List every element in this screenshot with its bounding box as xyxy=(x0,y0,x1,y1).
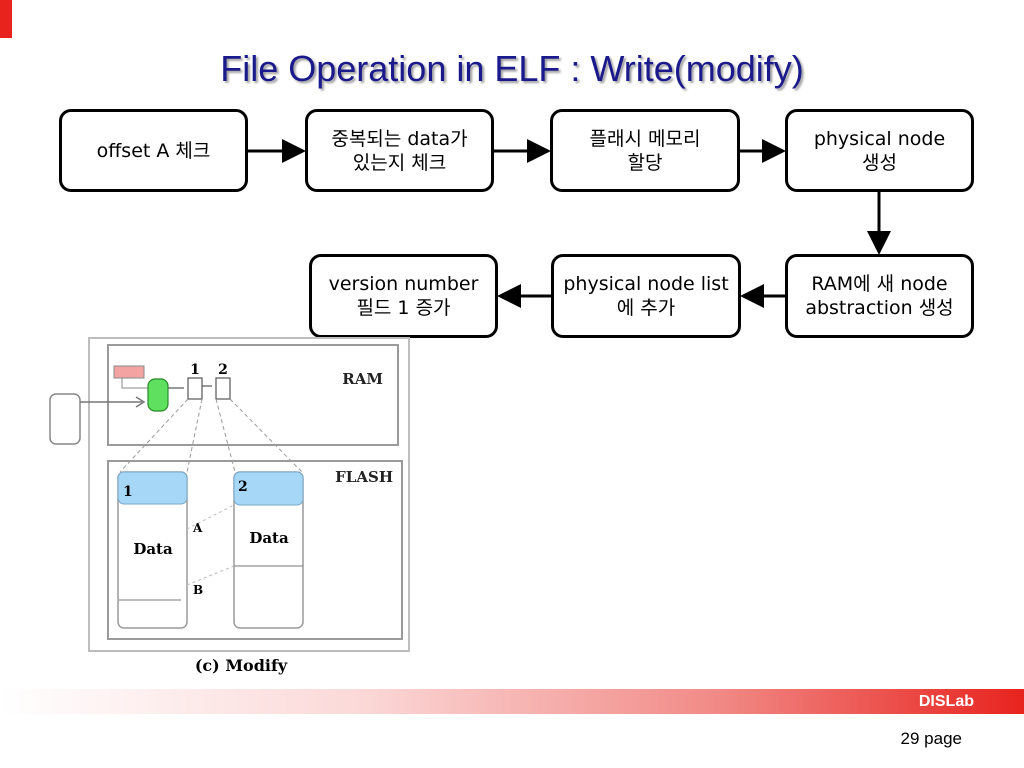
step-physical-node-create: physical node 생성 xyxy=(785,109,974,192)
slide-title: File Operation in ELF : Write(modify) xyxy=(220,48,804,89)
step-offset-check: offset A 체크 xyxy=(59,109,248,192)
dash-node1-right xyxy=(186,398,203,473)
ram-label: RAM xyxy=(342,370,383,388)
flash-block-1-header xyxy=(117,471,188,505)
footer-brand: DISLab xyxy=(918,693,974,710)
dash-node2-left xyxy=(215,398,236,473)
flash-block-1-data: Data xyxy=(133,540,173,558)
step-ram-node-abstraction: RAM에 새 node abstraction 생성 xyxy=(785,254,974,338)
ram-node-1-label: 1 xyxy=(190,362,200,378)
ram-node-2 xyxy=(215,377,231,400)
corner-accent-mark xyxy=(0,0,12,38)
flash-block-2-header xyxy=(233,471,304,506)
step-add-physical-node-list: physical node list 에 추가 xyxy=(551,254,741,338)
step-duplicate-data-check: 중복되는 data가 있는지 체크 xyxy=(305,109,494,192)
pointer-a-label: A xyxy=(192,521,203,535)
flash-label: FLASH xyxy=(335,468,393,486)
ram-header-block xyxy=(113,365,145,379)
header-to-inode-line xyxy=(121,378,148,389)
pointer-a-line xyxy=(186,504,235,530)
modify-figure: 1 2 RAM FLASH 1 Data 2 Data A B (c) Modi… xyxy=(49,337,410,675)
flash-block-2-data: Data xyxy=(249,529,289,547)
ram-node-2-label: 2 xyxy=(218,362,228,378)
dash-node2-right xyxy=(229,398,303,473)
external-file-box xyxy=(49,393,81,445)
dash-node1-left xyxy=(119,398,189,473)
flash-block-1-label: 1 xyxy=(123,484,133,500)
pointer-b-line xyxy=(186,565,235,586)
pointer-b-label: B xyxy=(193,583,203,597)
ram-node-1 xyxy=(187,377,203,400)
page-number: 29 page xyxy=(900,729,962,748)
flash-block-2-label: 2 xyxy=(238,479,248,495)
flow-arrows xyxy=(248,139,891,308)
step-version-number-increment: version number 필드 1 증가 xyxy=(309,254,498,338)
step-flash-memory-allocate: 플래시 메모리 할당 xyxy=(550,109,740,192)
figure-caption: (c) Modify xyxy=(195,656,288,675)
footer-gradient-bar xyxy=(0,689,1024,714)
inode-green xyxy=(147,378,169,412)
